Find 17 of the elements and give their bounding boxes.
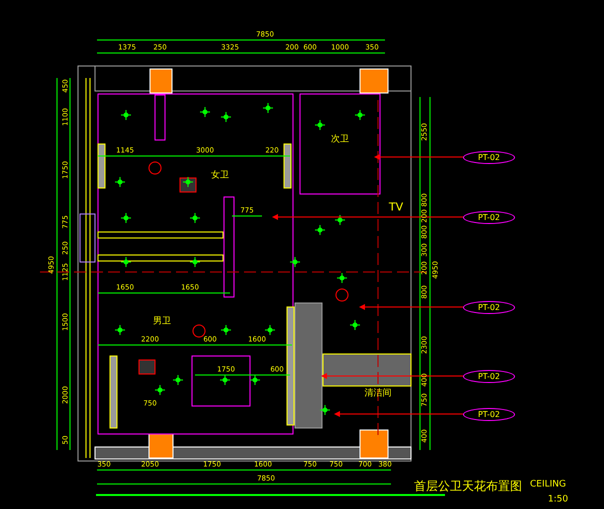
leader-line — [359, 304, 464, 310]
room-label: 女卫 — [211, 172, 229, 180]
room-label: 男卫 — [153, 318, 171, 326]
material-tag: PT-02 — [463, 408, 515, 421]
scale-note: 1:50 — [548, 496, 568, 504]
material-tag: PT-02 — [463, 211, 515, 224]
material-tag: PT-02 — [463, 370, 515, 383]
leader-line — [321, 373, 464, 379]
scale-title: CEILING — [530, 480, 566, 490]
material-tag: PT-02 — [463, 301, 515, 314]
leader-line — [334, 411, 464, 417]
drawing-title: 首层公卫天花布置图 — [414, 478, 522, 495]
room-label: 次卫 — [331, 136, 349, 144]
tv-mark: TV — [388, 202, 404, 212]
leader-line — [272, 214, 464, 220]
leader-line — [374, 154, 464, 160]
material-tag: PT-02 — [463, 151, 515, 164]
